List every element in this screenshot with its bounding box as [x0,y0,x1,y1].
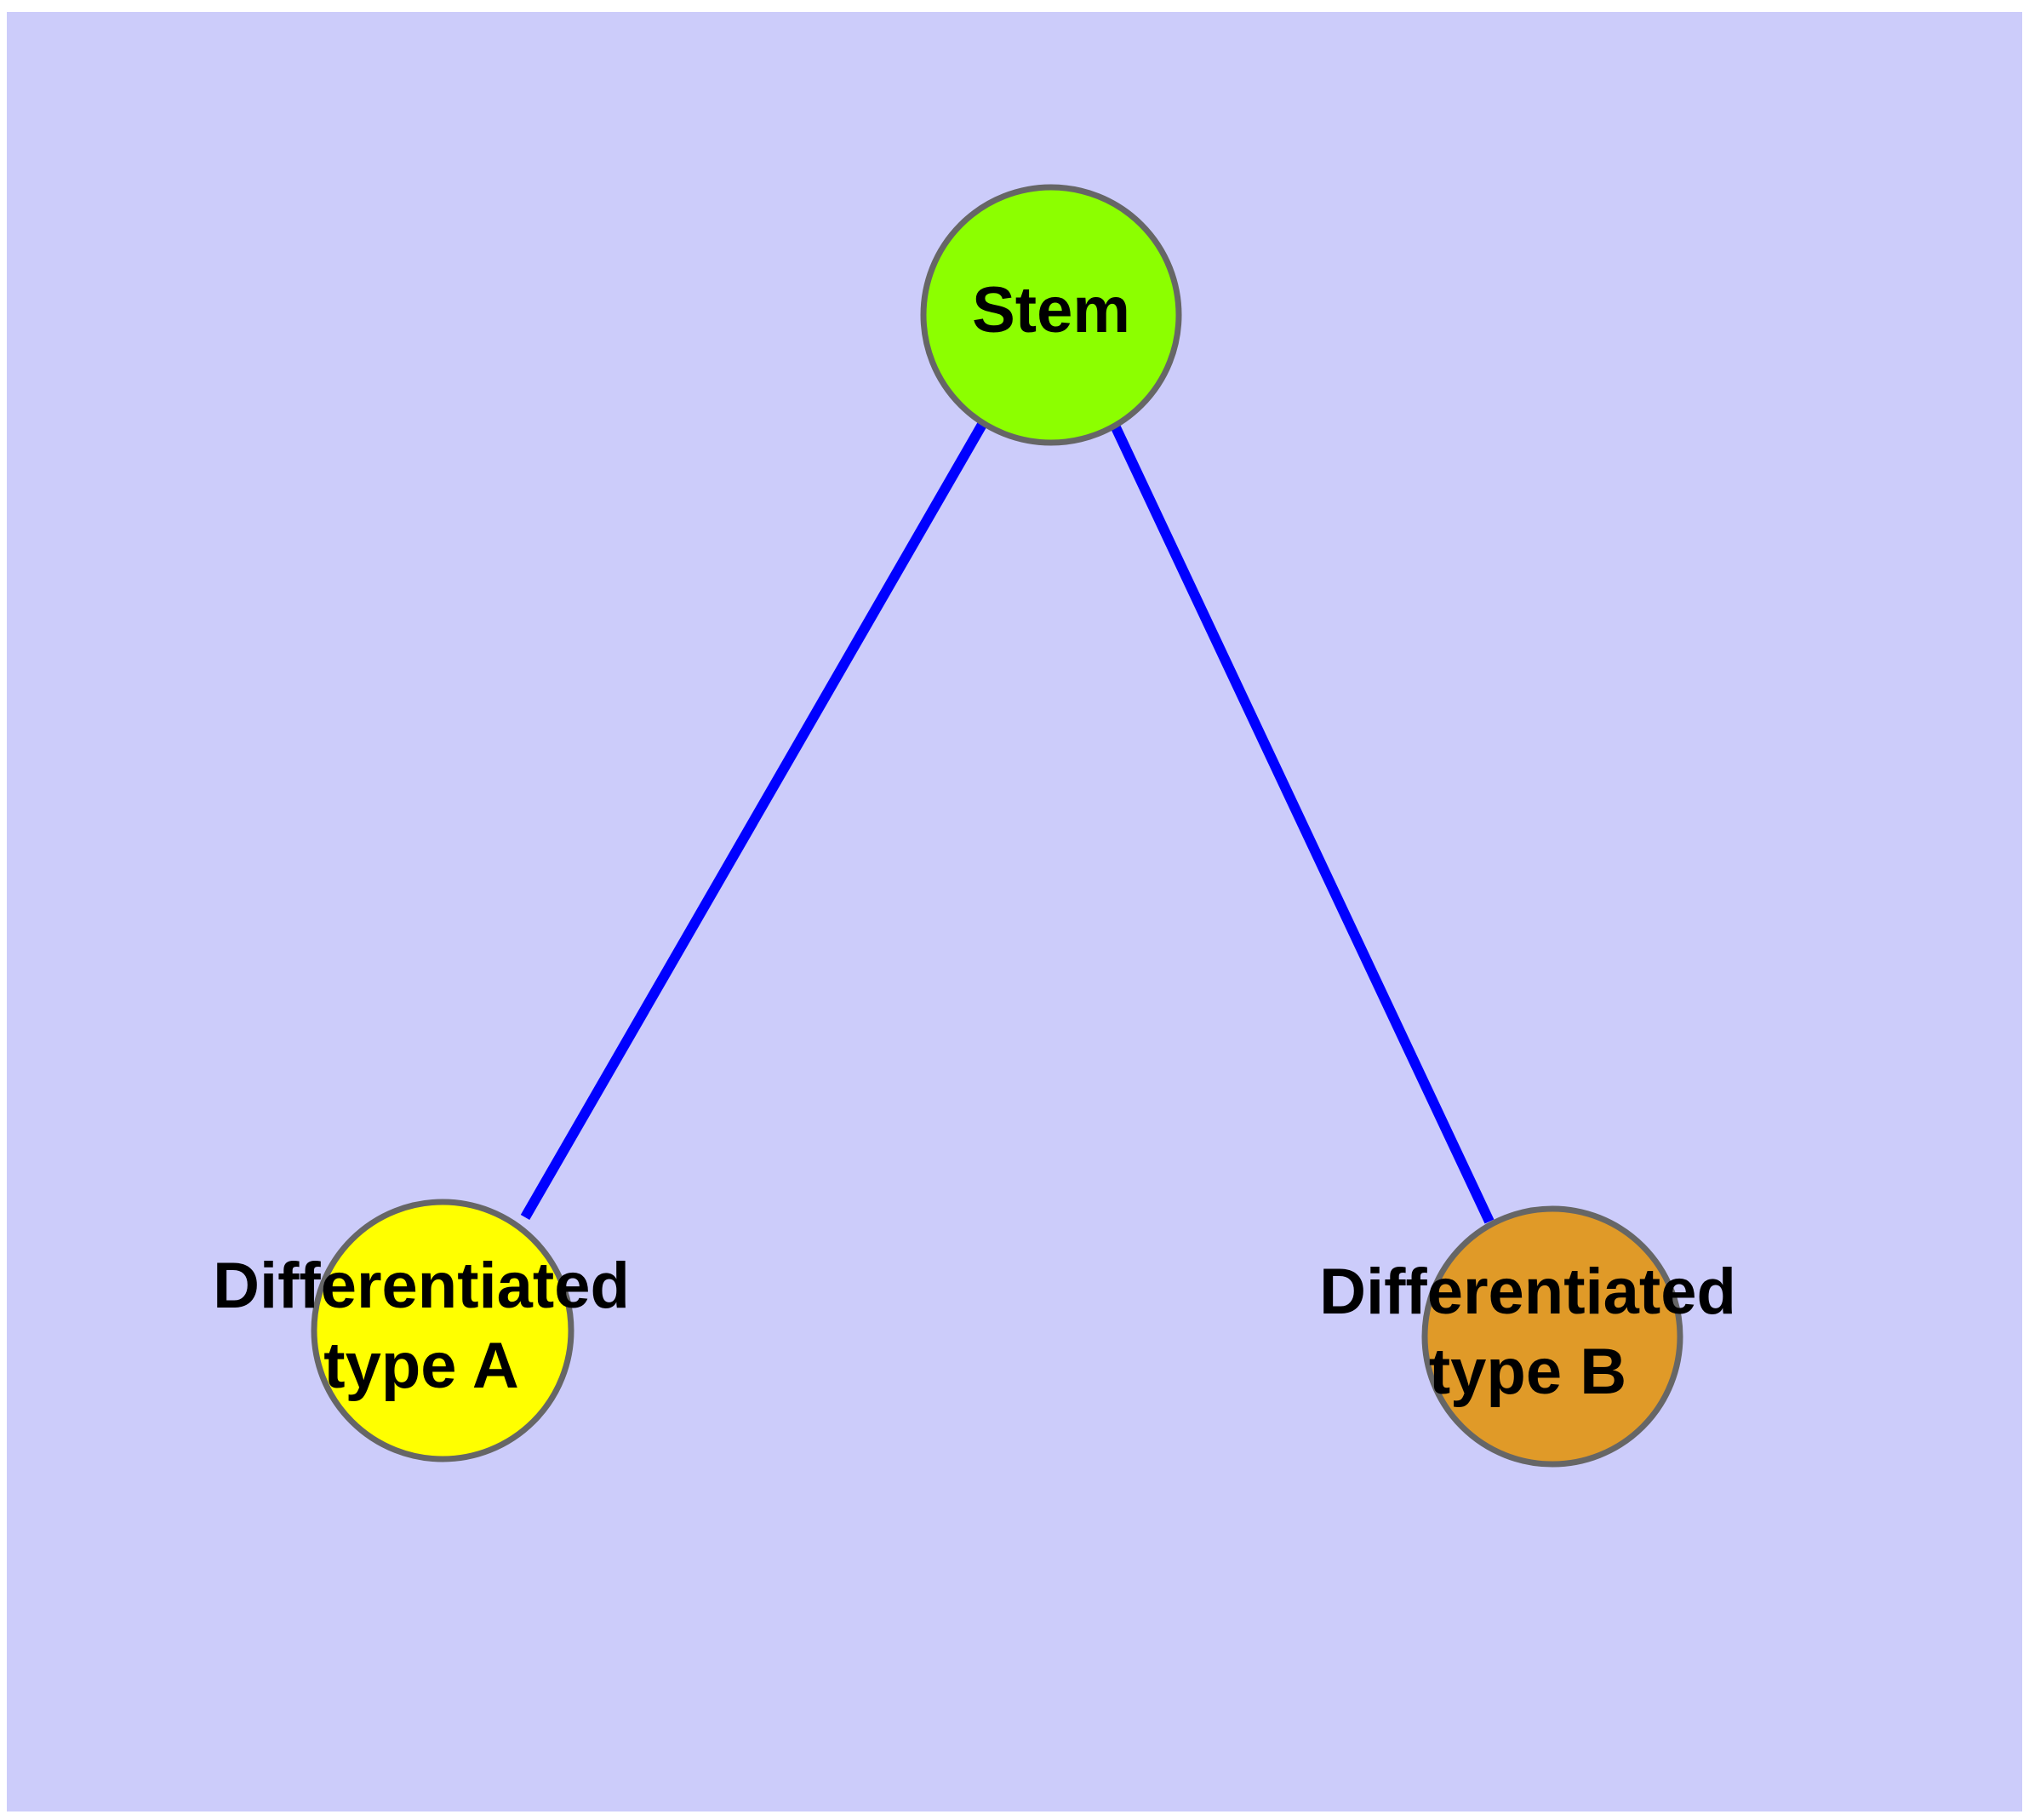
label-line: Stem [972,274,1130,346]
label-line: type A [323,1330,518,1402]
label-line: Differentiated [1319,1256,1736,1328]
label-line: type B [1429,1336,1626,1408]
edges-layer [520,421,1495,1224]
graph-node-label-stem: Stem [972,274,1130,346]
graph-node-label-diff-b: Differentiated type B [1319,1256,1736,1408]
graph-node-diff-b[interactable] [1421,1205,1683,1468]
nodes-layer [311,184,1683,1468]
graph-node-diff-a[interactable] [311,1199,574,1462]
graph-edge[interactable] [1110,423,1495,1224]
graph-edge[interactable] [520,421,988,1220]
label-line: Differentiated [213,1250,630,1322]
graph-node-label-diff-a: Differentiated type A [213,1250,630,1402]
graph-node-stem[interactable] [920,184,1182,446]
